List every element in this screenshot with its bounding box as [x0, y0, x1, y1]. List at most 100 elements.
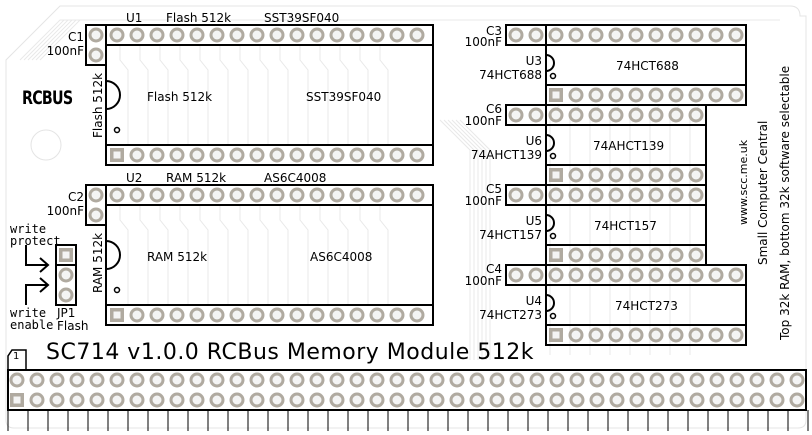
pad-drill	[91, 210, 101, 220]
trace	[669, 104, 681, 355]
pad-drill	[552, 91, 560, 99]
pad-drill	[91, 190, 101, 200]
pad-drill	[591, 270, 601, 280]
trace	[139, 45, 149, 145]
pad-drill	[711, 30, 721, 40]
pad-drill	[452, 375, 462, 385]
pad-drill	[551, 190, 561, 200]
pad-drill	[611, 110, 621, 120]
pad-drill	[132, 310, 142, 320]
pad-drill	[571, 190, 581, 200]
c4-ref: C4	[485, 262, 502, 276]
u3-body-label: 74HCT688	[616, 59, 679, 73]
pad-drill	[52, 375, 62, 385]
pad-drill	[132, 395, 142, 405]
u1-part-body: SST39SF040	[306, 90, 382, 104]
pad-drill	[752, 375, 762, 385]
pad-drill	[492, 375, 502, 385]
pad-drill	[772, 375, 782, 385]
u5-ref: U5	[525, 214, 542, 228]
pad-drill	[472, 395, 482, 405]
jp1-outline-bottom	[55, 264, 77, 306]
u1-notch	[105, 80, 121, 110]
pad-drill	[511, 110, 521, 120]
u3-ref: U3	[525, 54, 542, 68]
u2-name-body: RAM 512k	[147, 250, 208, 264]
pad-drill	[692, 375, 702, 385]
jp1-name: Flash	[57, 319, 89, 333]
pad-drill	[532, 375, 542, 385]
pad-drill	[312, 395, 322, 405]
pad-drill	[152, 30, 162, 40]
u1-pin1-dot	[113, 126, 121, 134]
pad-drill	[352, 310, 362, 320]
pad-drill	[312, 375, 322, 385]
u5-body-label: 74HCT157	[594, 219, 657, 233]
trace	[39, 19, 760, 61]
trace	[199, 205, 209, 305]
pad-drill	[272, 190, 282, 200]
trace	[239, 205, 249, 305]
pad-drill	[591, 330, 601, 340]
pad-drill	[631, 30, 641, 40]
pad-drill	[552, 375, 562, 385]
pad-drill	[571, 250, 581, 260]
pad-drill	[591, 30, 601, 40]
pad-drill	[332, 395, 342, 405]
pad-drill	[113, 151, 121, 159]
pad-drill	[512, 395, 522, 405]
pad-drill	[172, 310, 182, 320]
u1-outline	[105, 24, 434, 166]
pad-drill	[512, 375, 522, 385]
pad-drill	[332, 30, 342, 40]
u6-pin1-dot	[549, 152, 557, 160]
pin1-marker-outline	[7, 349, 27, 370]
pad-drill	[232, 375, 242, 385]
c6-value: 100nF	[464, 114, 502, 128]
pad-drill	[591, 190, 601, 200]
pad-drill	[552, 395, 562, 405]
pad-drill	[272, 375, 282, 385]
pad-drill	[272, 150, 282, 160]
u4-ref: U4	[525, 294, 542, 308]
pad-drill	[312, 30, 322, 40]
pad-drill	[691, 30, 701, 40]
pad-drill	[591, 110, 601, 120]
u1-ref: U1	[126, 11, 143, 25]
pad-drill	[432, 395, 442, 405]
pad-drill	[192, 150, 202, 160]
trace	[451, 119, 483, 360]
trace	[159, 45, 169, 145]
pad-drill	[412, 30, 422, 40]
trace	[359, 205, 369, 305]
pad-drill	[61, 270, 71, 280]
pad-drill	[531, 190, 541, 200]
pad-drill	[472, 375, 482, 385]
pad-drill	[731, 270, 741, 280]
pad-drill	[32, 375, 42, 385]
pad-drill	[172, 395, 182, 405]
pad-drill	[731, 330, 741, 340]
board-outline	[5, 5, 807, 429]
c5-ref: C5	[485, 182, 502, 196]
pad-drill	[671, 110, 681, 120]
pad-drill	[611, 30, 621, 40]
pad-drill	[332, 310, 342, 320]
pad-drill	[392, 150, 402, 160]
pad-drill	[651, 110, 661, 120]
pad-drill	[232, 150, 242, 160]
pad-drill	[292, 310, 302, 320]
c2-value: 100nF	[46, 204, 84, 218]
u5-notch	[545, 214, 555, 232]
arrow-protect-icon	[25, 245, 50, 273]
u3-notch	[545, 54, 555, 72]
trace	[239, 45, 249, 145]
pad-drill	[332, 150, 342, 160]
pad-drill	[272, 395, 282, 405]
pad-drill	[631, 250, 641, 260]
pad-drill	[691, 250, 701, 260]
pad-drill	[531, 30, 541, 40]
pad-drill	[72, 375, 82, 385]
pad-drill	[252, 150, 262, 160]
